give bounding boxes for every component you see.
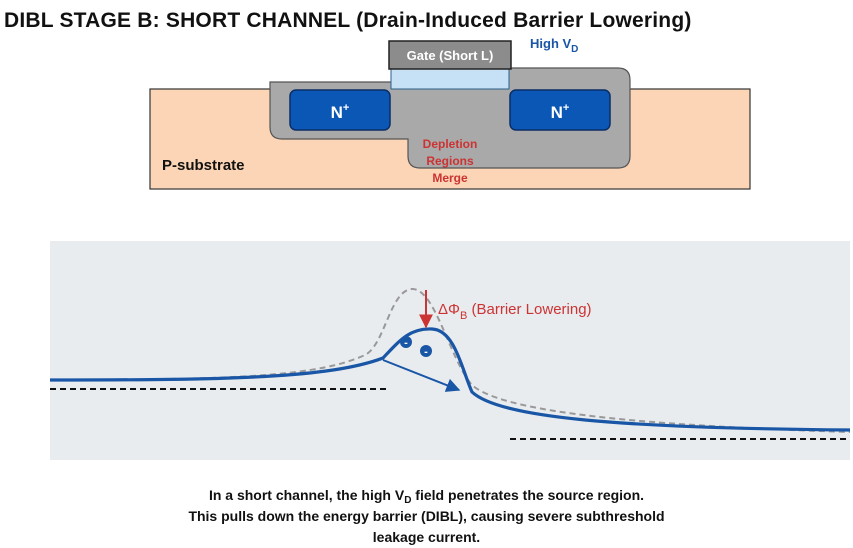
depletion-label-line1: Depletion (423, 137, 478, 151)
svg-text:-: - (424, 346, 428, 358)
svg-text:-: - (404, 337, 408, 349)
gate (388, 40, 512, 70)
drain-n-plus (509, 89, 611, 131)
caption-line-3: leakage current. (372, 529, 481, 545)
short-channel-barrier-curve (49, 327, 851, 432)
energy-band-diagram: ΔΦB (Barrier Lowering) - - (49, 241, 851, 460)
mosfet-cross-section: Gate (Short L) High VD N+ N+ P-substrate… (149, 36, 751, 190)
electron-2: - (420, 345, 432, 358)
depletion-label-line3: Merge (432, 171, 468, 185)
drain-label: N+ (551, 102, 570, 122)
substrate-label: P-substrate (162, 157, 245, 174)
barrier-lowering-label: ΔΦB (Barrier Lowering) (438, 301, 592, 322)
long-channel-barrier-curve (49, 287, 851, 433)
source-n-plus (289, 89, 391, 131)
electron-1: - (400, 336, 412, 349)
gate-label: Gate (Short L) (407, 48, 494, 63)
dibl-diagram: Gate (Short L) High VD N+ N+ P-substrate… (49, 36, 851, 460)
band-diagram-panel (50, 241, 850, 460)
high-vd-label: High VD (530, 36, 578, 55)
electron-injection-arrow (382, 359, 461, 392)
source-label: N+ (331, 102, 350, 122)
gate-oxide (390, 68, 510, 90)
depletion-label-line2: Regions (426, 154, 474, 168)
diagram-title: DIBL STAGE B: SHORT CHANNEL (Drain-Induc… (4, 9, 692, 32)
caption-line-2: This pulls down the energy barrier (DIBL… (188, 508, 665, 524)
diagram-caption: In a short channel, the high VD field pe… (0, 485, 853, 548)
caption-line-1: In a short channel, the high VD field pe… (208, 487, 645, 506)
